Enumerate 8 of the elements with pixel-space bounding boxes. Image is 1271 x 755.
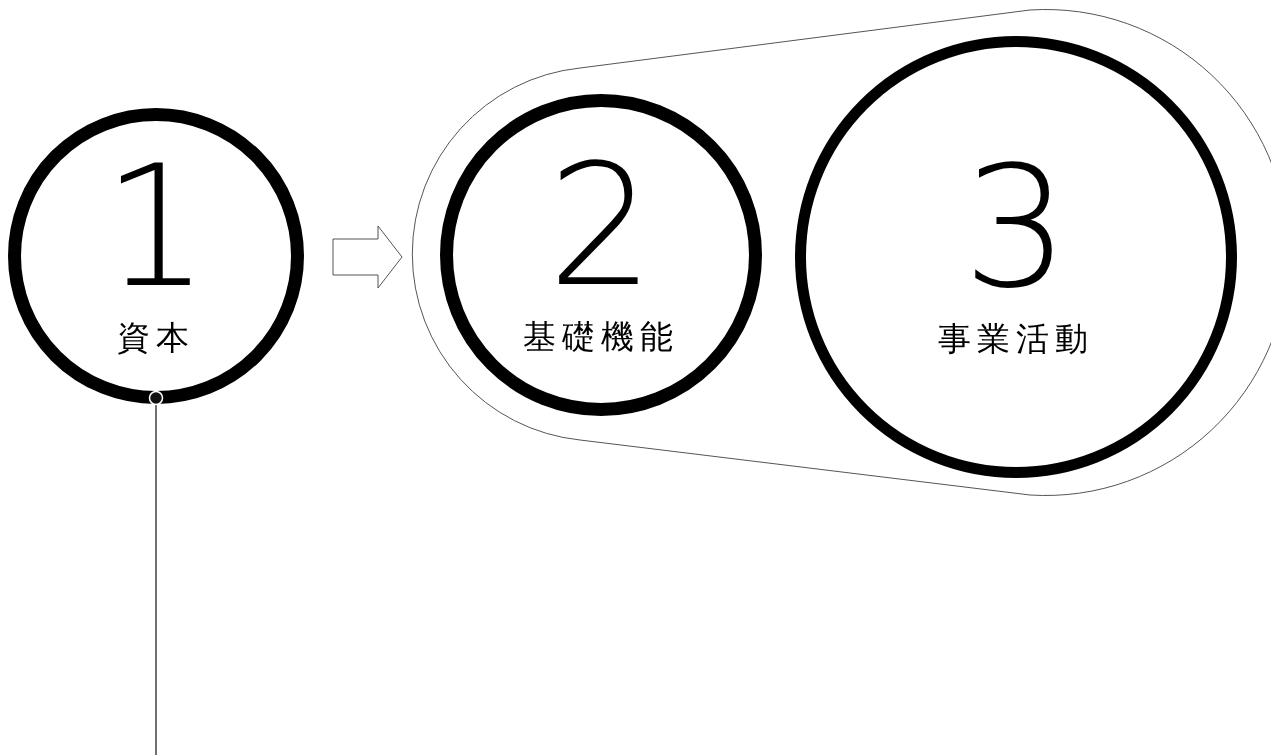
step-number: 1: [102, 157, 210, 298]
step-number: 2: [547, 156, 655, 297]
step-number: 3: [962, 158, 1070, 299]
leader-line: [148, 390, 164, 755]
block-arrow: [332, 225, 403, 289]
step-label: 資本: [117, 317, 195, 360]
step-label: 基礎機能: [523, 316, 679, 359]
step-label: 事業活動: [938, 318, 1094, 361]
